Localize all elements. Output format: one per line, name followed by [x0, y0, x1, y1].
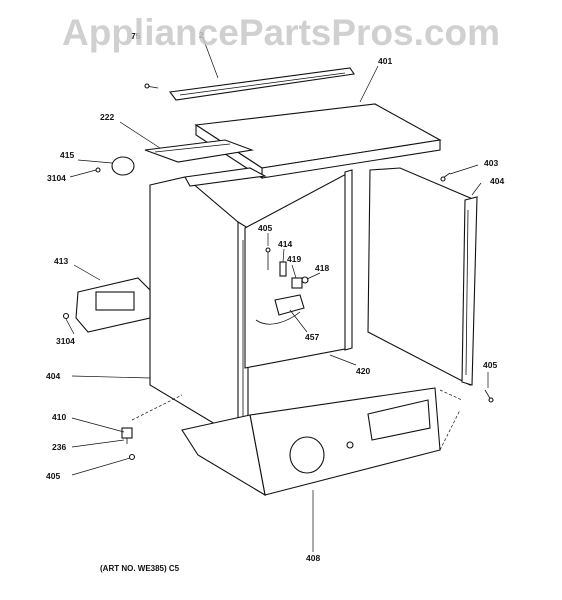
leader-lines	[65, 37, 489, 552]
leveling-foot-part	[121, 427, 136, 461]
top-panel-part	[194, 103, 442, 180]
callout-415: 415	[60, 150, 74, 160]
left-side-panel-part	[149, 176, 249, 443]
callout-413: 413	[54, 256, 68, 266]
top-frame-rail-part	[184, 167, 267, 187]
assembly-guides	[131, 389, 463, 451]
screw-75-part	[144, 83, 159, 89]
base-408-part	[181, 387, 441, 497]
callout-75: 75	[131, 31, 141, 41]
callout-405-right: 405	[483, 360, 497, 370]
rear-right-edge-part	[344, 169, 353, 351]
callout-418: 418	[315, 263, 329, 273]
callout-405-bottom: 405	[46, 471, 60, 481]
callout-401: 401	[378, 56, 392, 66]
callout-2xx: 2	[199, 30, 204, 40]
callout-457: 457	[305, 332, 319, 342]
callout-3104-mid: 3104	[56, 336, 75, 346]
interior-small-parts	[265, 247, 309, 316]
callout-403: 403	[484, 158, 498, 168]
callout-410: 410	[52, 412, 66, 422]
screw-405-right-part	[484, 389, 494, 403]
top-bracket-222-part	[144, 139, 255, 163]
callout-419: 419	[287, 254, 301, 264]
callout-414: 414	[278, 239, 292, 249]
callout-405-interior: 405	[258, 223, 272, 233]
top-rail-part	[168, 67, 355, 101]
callout-420: 420	[356, 366, 370, 376]
bracket-413-part	[62, 277, 151, 333]
screw-403-part	[440, 172, 451, 182]
callout-236: 236	[52, 442, 66, 452]
right-side-panel-part	[367, 167, 478, 386]
art-number-note: (ART NO. WE385) C5	[100, 564, 180, 573]
callout-3104-top: 3104	[47, 173, 66, 183]
callout-404-left: 404	[46, 371, 60, 381]
callout-222: 222	[100, 112, 114, 122]
callout-404-right: 404	[490, 176, 504, 186]
callout-408: 408	[306, 553, 320, 563]
back-panel-part	[244, 171, 351, 369]
callout-labels: 75 2 401 222 415 3104 403 404 405 414 41…	[46, 30, 504, 563]
round-cover-415-part	[95, 156, 135, 176]
